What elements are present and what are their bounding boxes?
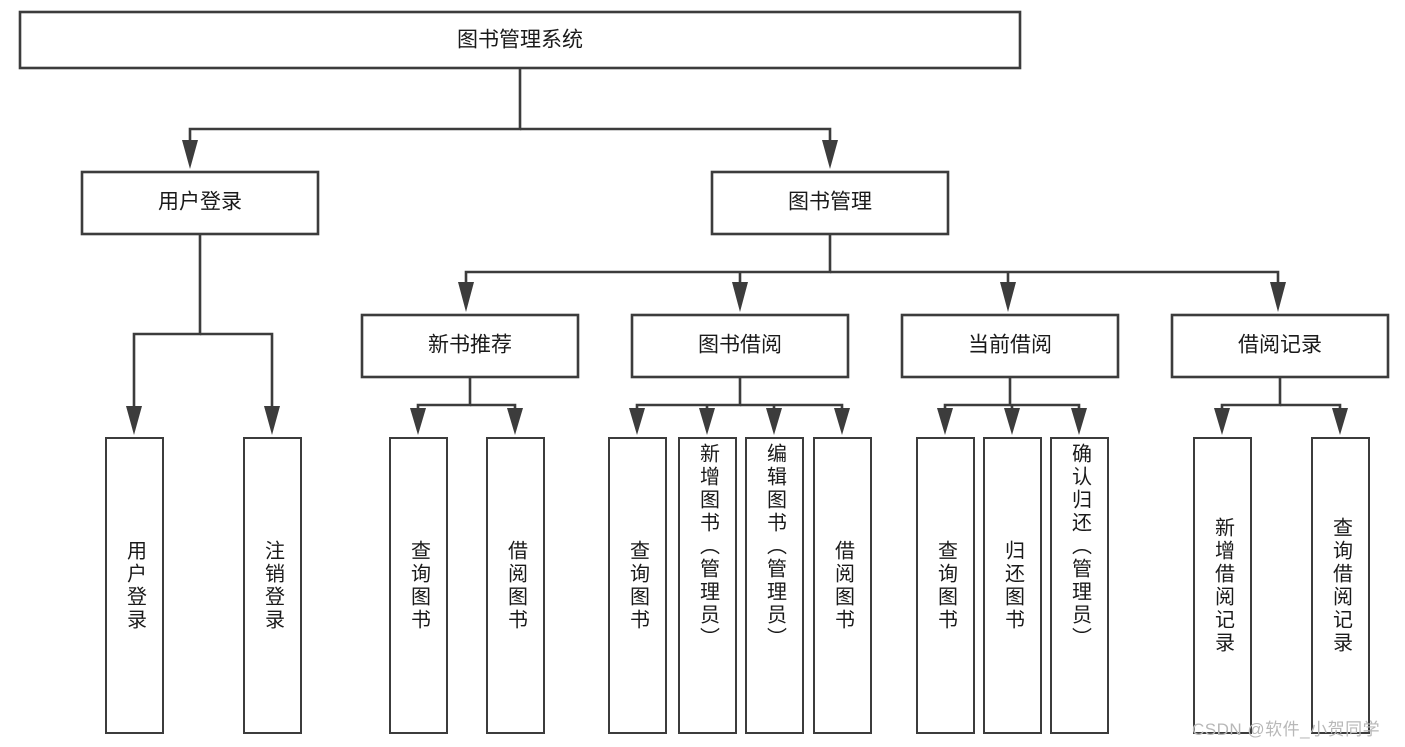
arrow-head-icon (937, 408, 953, 435)
leaf-label: 用户登录 (123, 539, 146, 632)
connector-bookmgmt-to-level2 (458, 233, 1286, 312)
leaf-label: 借阅图书 (504, 539, 527, 632)
arrow-head-icon (458, 282, 474, 312)
node-root-label: 图书管理系统 (457, 29, 583, 52)
arrow-head-icon (182, 140, 198, 169)
leaf-logout[interactable]: 注销登录 (243, 437, 302, 734)
arrow-head-icon (1004, 408, 1020, 435)
arrow-head-icon (1270, 282, 1286, 312)
connector-newbook-to-leaves (410, 377, 523, 435)
node-new-book-recommend-label: 新书推荐 (428, 334, 512, 357)
leaf-label: 新增借阅记录 (1211, 516, 1234, 655)
leaf-label: 归还图书 (1001, 539, 1024, 632)
leaf-label: 查询图书 (626, 539, 649, 632)
node-new-book-recommend[interactable]: 新书推荐 (360, 313, 580, 379)
arrow-head-icon (629, 408, 645, 435)
arrow-head-icon (822, 140, 838, 169)
node-book-borrow-label: 图书借阅 (698, 334, 782, 357)
node-book-borrow[interactable]: 图书借阅 (630, 313, 850, 379)
node-user-login-label: 用户登录 (158, 191, 242, 214)
leaf-label: 注销登录 (261, 539, 284, 632)
arrow-head-icon (1000, 282, 1016, 312)
leaf-add-borrow-record[interactable]: 新增借阅记录 (1193, 437, 1252, 734)
node-root[interactable]: 图书管理系统 (18, 10, 1022, 70)
arrow-head-icon (766, 408, 782, 435)
leaf-return-book[interactable]: 归还图书 (983, 437, 1042, 734)
arrow-head-icon (410, 408, 426, 435)
leaf-label: 查询图书 (407, 539, 430, 632)
node-book-management-label: 图书管理 (788, 191, 872, 214)
leaf-user-login[interactable]: 用户登录 (105, 437, 164, 734)
arrow-head-icon (264, 406, 280, 435)
arrow-head-icon (732, 282, 748, 312)
connector-borrowrecord-to-leaves (1214, 377, 1348, 435)
leaf-query-book-current[interactable]: 查询图书 (916, 437, 975, 734)
leaf-query-borrow-record[interactable]: 查询借阅记录 (1311, 437, 1370, 734)
arrow-head-icon (834, 408, 850, 435)
leaf-label: 新增图书（管理员） (696, 443, 719, 650)
leaf-borrow-book[interactable]: 借阅图书 (813, 437, 872, 734)
arrow-head-icon (1071, 408, 1087, 435)
arrow-head-icon (1214, 408, 1230, 435)
leaf-label: 查询图书 (934, 539, 957, 632)
connector-bookborrow-to-leaves (629, 377, 850, 435)
node-borrow-record[interactable]: 借阅记录 (1170, 313, 1390, 379)
connector-userlogin-to-leaves (126, 234, 280, 435)
leaf-edit-book-admin[interactable]: 编辑图书（管理员） (745, 437, 804, 734)
leaf-query-book-recommend[interactable]: 查询图书 (389, 437, 448, 734)
node-user-login[interactable]: 用户登录 (80, 170, 320, 236)
leaf-label: 借阅图书 (831, 539, 854, 632)
leaf-query-book-borrow[interactable]: 查询图书 (608, 437, 667, 734)
arrow-head-icon (126, 406, 142, 435)
node-borrow-record-label: 借阅记录 (1238, 334, 1322, 357)
arrow-head-icon (1332, 408, 1348, 435)
arrow-head-icon (507, 408, 523, 435)
leaf-confirm-return-admin[interactable]: 确认归还（管理员） (1050, 437, 1109, 734)
leaf-label: 编辑图书（管理员） (763, 443, 786, 650)
node-current-borrow[interactable]: 当前借阅 (900, 313, 1120, 379)
connector-currentborrow-to-leaves (937, 377, 1087, 435)
arrow-head-icon (699, 408, 715, 435)
node-book-management[interactable]: 图书管理 (710, 170, 950, 236)
csdn-watermark: CSDN @软件_小贺同学 (1192, 720, 1381, 739)
node-current-borrow-label: 当前借阅 (968, 334, 1052, 357)
leaf-borrow-book-recommend[interactable]: 借阅图书 (486, 437, 545, 734)
connector-root-to-level1 (182, 68, 838, 169)
leaf-add-book-admin[interactable]: 新增图书（管理员） (678, 437, 737, 734)
leaf-label: 查询借阅记录 (1329, 516, 1352, 655)
leaf-label: 确认归还（管理员） (1068, 443, 1091, 650)
